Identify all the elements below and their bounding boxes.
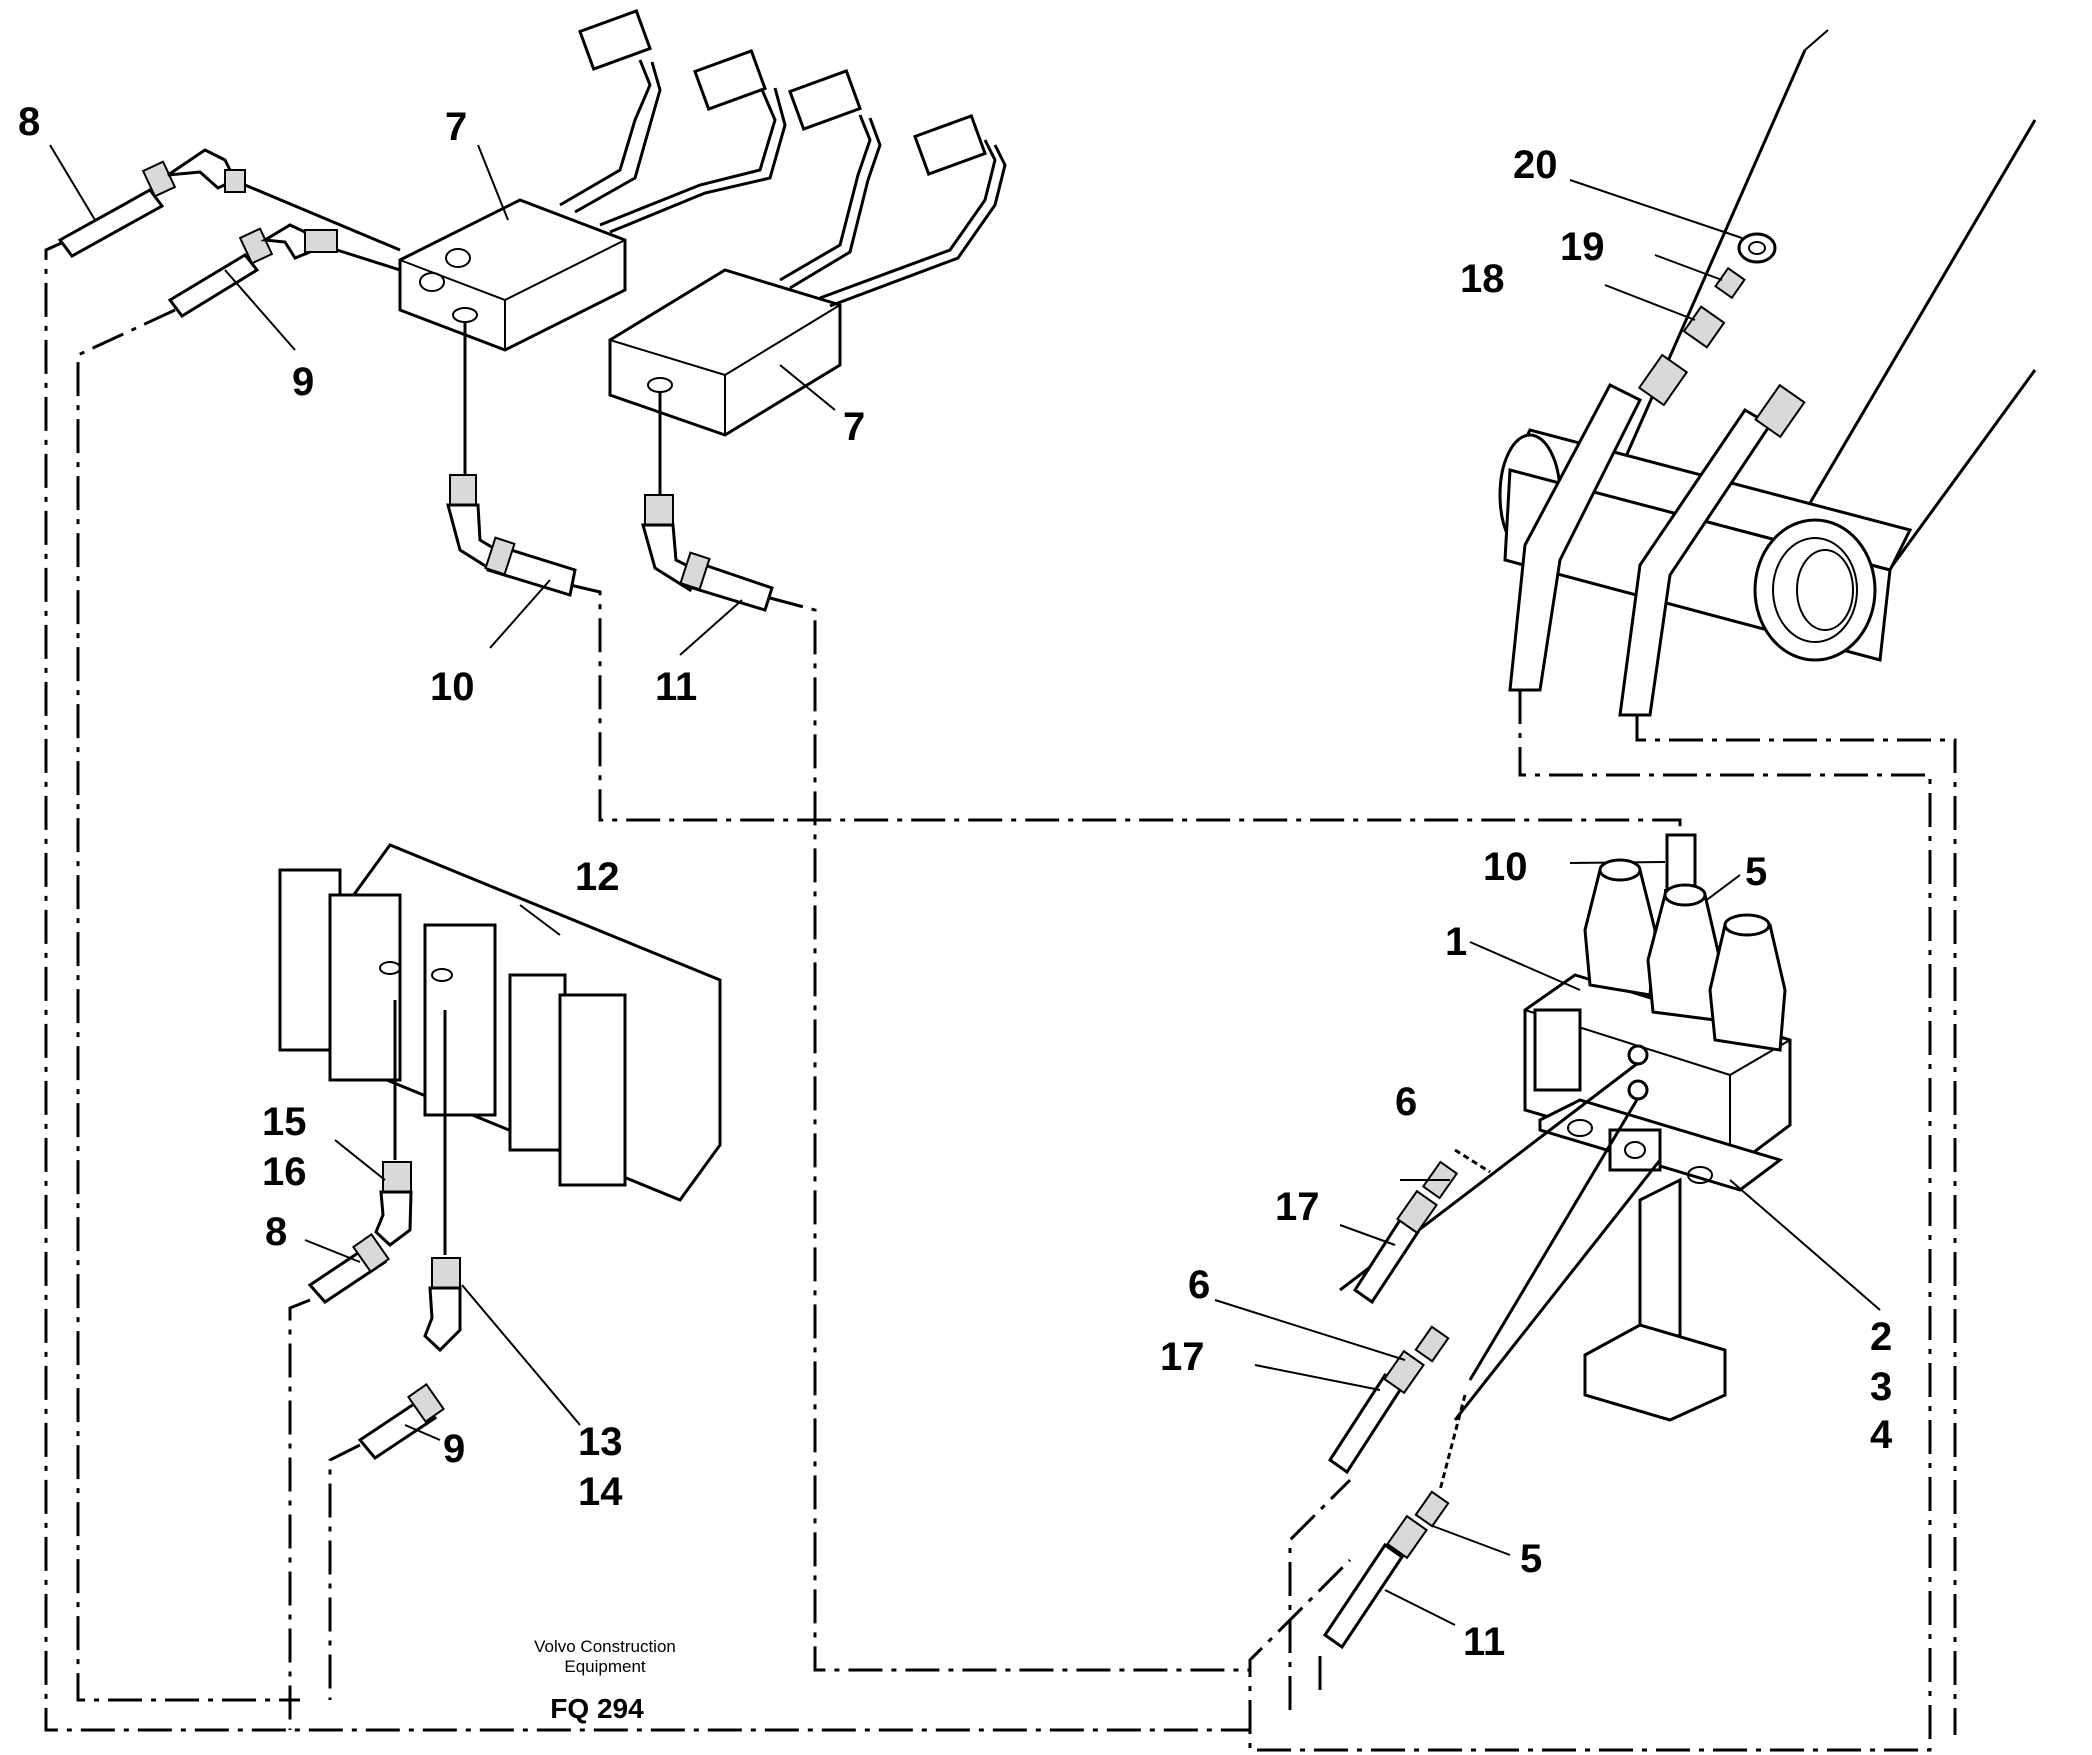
- callout-9-top: 9: [292, 360, 314, 404]
- callout-11-top: 11: [655, 665, 697, 709]
- callout-14: 14: [578, 1470, 623, 1514]
- callout-1: 1: [1445, 920, 1467, 964]
- fitting-6-17-bottom: [1214, 1299, 1450, 1475]
- control-block-12: [278, 843, 722, 1202]
- callout-8-bottom: 8: [265, 1210, 287, 1254]
- fitting-10-top: [446, 474, 577, 597]
- fitting-5-11-bottom: [1322, 1394, 1511, 1650]
- callout-5-top: 5: [1745, 850, 1767, 894]
- fitting-15-16: [307, 1161, 413, 1304]
- fitting-6-17-top: [1339, 1148, 1491, 1305]
- callout-6-top: 6: [1395, 1080, 1417, 1124]
- route-9-bottom: [328, 1443, 361, 1700]
- route-8-top: [44, 238, 1250, 1732]
- callout-8-top: 8: [18, 100, 40, 144]
- callout-6-bottom: 6: [1188, 1263, 1210, 1307]
- callout-19: 19: [1560, 225, 1605, 269]
- callout-12: 12: [575, 855, 620, 899]
- hose-routes: [44, 238, 1957, 1752]
- callout-16: 16: [262, 1150, 307, 1194]
- callouts: 8 9 7 7 10 11 12 15 16 8 9 13 14 20 19 1…: [18, 100, 1893, 1664]
- callout-5-bottom: 5: [1520, 1537, 1542, 1581]
- callout-15: 15: [262, 1100, 307, 1144]
- pivot-drum: [1498, 428, 1913, 662]
- fitting-13-14: [357, 1257, 462, 1460]
- callout-2: 2: [1870, 1315, 1892, 1359]
- valve-block-1: [1469, 858, 1881, 1422]
- callout-3: 3: [1870, 1365, 1892, 1409]
- callout-11-bottom: 11: [1463, 1620, 1505, 1664]
- route-hose-b: [1635, 715, 1957, 1735]
- maker-line-1: Volvo Construction: [534, 1637, 676, 1656]
- leaders-top-left: [49, 144, 836, 656]
- fitting-11-top: [641, 494, 774, 612]
- maker-line-2: Equipment: [564, 1657, 646, 1676]
- callout-7-left: 7: [445, 105, 467, 149]
- route-hose-a: [1248, 690, 1932, 1752]
- route-8-bottom: [288, 1298, 311, 1730]
- diagram-code: FQ 294: [550, 1693, 644, 1724]
- footer: Volvo Construction Equipment FQ 294: [534, 1637, 676, 1724]
- callout-10-right: 10: [1483, 845, 1528, 889]
- route-10-top: [569, 583, 1682, 835]
- callout-17-bottom: 17: [1160, 1335, 1205, 1379]
- route-11-top: [769, 596, 1250, 1672]
- route-9-top: [76, 308, 300, 1702]
- callout-20: 20: [1513, 143, 1558, 187]
- callout-13: 13: [578, 1420, 623, 1464]
- callout-9-bottom: 9: [443, 1427, 465, 1471]
- fitting-9-top: [167, 223, 338, 318]
- pedal-valve-left: [398, 9, 787, 352]
- pedal-valve-right: [608, 69, 1007, 437]
- fittings-18-19-20: [1569, 179, 1777, 349]
- callout-4: 4: [1870, 1413, 1893, 1457]
- callout-18: 18: [1460, 257, 1505, 301]
- callout-17-top: 17: [1275, 1185, 1320, 1229]
- machine-outline: [1618, 29, 2037, 611]
- fitting-8-top: [57, 148, 246, 258]
- leaders-bottom-left: [304, 1139, 581, 1441]
- hydraulic-hoses: [1508, 353, 1806, 717]
- callout-10-top: 10: [430, 665, 475, 709]
- callout-7-right: 7: [843, 405, 865, 449]
